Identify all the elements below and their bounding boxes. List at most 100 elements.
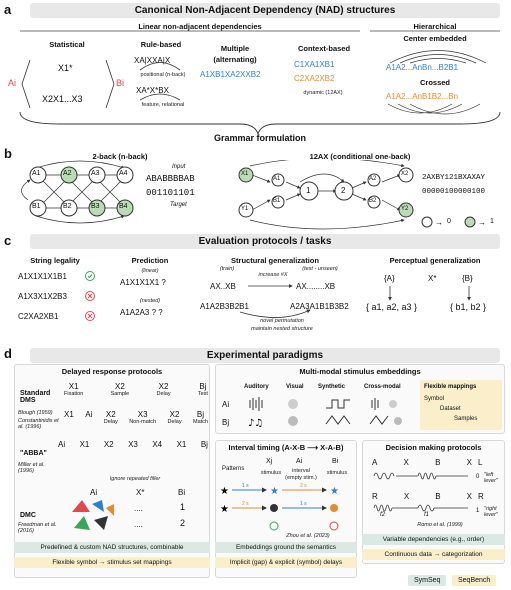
patterns-label: Patterns xyxy=(222,466,245,472)
dm-r: R xyxy=(478,492,484,501)
dmc-dots-1: .... xyxy=(134,504,143,513)
pred-nested-seq: A1A2A3 ? ? xyxy=(120,308,163,317)
target-seq: 001101101 xyxy=(146,188,195,198)
center-embedded-label: Center embedded xyxy=(403,34,467,43)
dms-row1-sublabel: Test xyxy=(197,391,208,397)
dms-row2-sublabel: Match xyxy=(192,419,208,425)
dms-row1-value: X1 xyxy=(68,382,79,391)
dm-f1: f1 xyxy=(424,512,430,518)
grammar-formulation: Grammar formulation xyxy=(213,133,307,143)
dm-row1-value: X xyxy=(403,458,409,467)
standard-dms: Standard DMS xyxy=(20,390,51,404)
multiple-seq: A1XB1XA2XXB2 xyxy=(200,70,261,79)
dm-l: L xyxy=(478,458,483,467)
center-seq: A1A2...AnBn...B2B1 xyxy=(386,63,459,72)
seqbench-tag: SeqBench xyxy=(452,575,497,586)
ax-input: 2AXBY121BXAXAY xyxy=(422,174,486,182)
node-a-1: A1 xyxy=(273,176,281,182)
romo: Romo et al. (1999) xyxy=(417,522,463,528)
abba-row-value: X4 xyxy=(152,440,163,449)
dmc-shapes xyxy=(72,500,114,530)
dm-row1-cell: X xyxy=(467,458,472,467)
perc-b: {B} xyxy=(462,274,473,283)
flex-dataset: Dataset xyxy=(440,406,461,412)
perc-x: X* xyxy=(428,274,437,283)
dms-row2-value: X2 xyxy=(169,410,180,419)
rule-top: XA|XXA|X xyxy=(134,56,171,65)
nback-graph: → → xyxy=(21,160,486,230)
dmc-x: X* xyxy=(136,488,145,497)
node-b-2: B2 xyxy=(369,198,377,204)
legend-0-circle xyxy=(421,216,433,228)
decision-header: Decision making protocols xyxy=(385,443,482,452)
flex-samples: Samples xyxy=(454,416,478,422)
dms-row2-cell: Ai xyxy=(85,410,92,425)
freedman: Freedman et al. (2016) xyxy=(18,522,57,534)
nback-nodes xyxy=(29,166,134,217)
pred-linear-label: (linear) xyxy=(141,268,159,274)
node-a2: A2 xyxy=(63,170,72,177)
rule-bottom: XA*X*BX xyxy=(136,86,169,95)
node-b1: B1 xyxy=(32,203,41,210)
node-b3: B3 xyxy=(91,203,100,210)
node-1: 1 xyxy=(306,186,311,195)
dm-row2-value: X xyxy=(466,492,472,501)
dm-row1-value: B xyxy=(435,458,441,467)
foot-3: Embeddings ground the semantics xyxy=(215,542,357,553)
nback-title: 2-back (n-back) xyxy=(92,152,148,161)
dm-left: "left lever" xyxy=(484,472,498,484)
stat-bottom: X2X1...X3 xyxy=(42,94,83,104)
dmc-2: 2 xyxy=(180,518,186,528)
it-interval: interval xyxy=(292,468,310,474)
svg-text:→: → xyxy=(435,218,443,227)
node-x2: X2 xyxy=(401,171,409,177)
dm-row2-cell: B xyxy=(435,492,440,501)
node-a1: A1 xyxy=(32,170,41,177)
increase-label: increase #X xyxy=(258,272,288,278)
maintain-label: maintain nested structure xyxy=(251,326,313,332)
it-empty: (empty stim.) xyxy=(285,475,317,481)
node-2: 2 xyxy=(341,186,346,195)
abba-row-value: Bj xyxy=(200,440,208,449)
dms-row1-value: Bj xyxy=(199,382,207,391)
dmc-label: DMC xyxy=(20,512,36,519)
linear-header: Linear non-adjacent dependencies xyxy=(138,22,262,31)
mm-visual: Visual xyxy=(286,384,304,390)
perc-set-b: { b1, b2 } xyxy=(450,302,487,312)
it-stimulus2: stimulus xyxy=(326,470,348,476)
panel-c-title: Evaluation protocols / tasks xyxy=(30,234,500,249)
dms-row1-value: X2 xyxy=(114,382,125,391)
abba-row-value: X1 xyxy=(79,440,90,449)
dmc-dots-2: .... xyxy=(134,520,143,529)
interval-patterns: ★ 1 s ★ 2 s ★ ★ 2 s 1 s xyxy=(220,483,339,531)
twelve-ax-title: 12AX (conditional one-back) xyxy=(309,152,411,161)
node-b-1: B1 xyxy=(273,198,281,204)
abba-row-cell: X4 xyxy=(152,440,162,449)
node-a4: A4 xyxy=(119,170,128,177)
node-b2: B2 xyxy=(63,203,72,210)
train-label: (train) xyxy=(219,266,235,272)
interval-header: Interval timing (A-X-B ⟶ X-A-B) xyxy=(228,443,344,452)
abba-row-cell: Ai xyxy=(58,440,65,449)
mm-bj: Bj xyxy=(222,418,230,427)
abba-row-cell: X2 xyxy=(104,440,114,449)
abba-row-cell: X1 xyxy=(177,440,187,449)
pred-nested-label: (nested) xyxy=(139,298,161,304)
panel-a-letter: a xyxy=(4,2,12,17)
abba-row-cell: X1 xyxy=(80,440,90,449)
node-a3: A3 xyxy=(91,170,100,177)
ax-target: 00000100000100 xyxy=(422,188,486,196)
abba-label: "ABBA" xyxy=(20,450,47,457)
it-2s-b: 2 s xyxy=(242,501,249,507)
multimodal-header: Multi-modal stimulus embeddings xyxy=(299,367,421,376)
dms-row2-sublabel: Delay xyxy=(167,419,182,425)
perceptual-label: Perceptual generalization xyxy=(389,256,481,265)
legal-1: A1X1X1X1B1 xyxy=(18,272,67,281)
